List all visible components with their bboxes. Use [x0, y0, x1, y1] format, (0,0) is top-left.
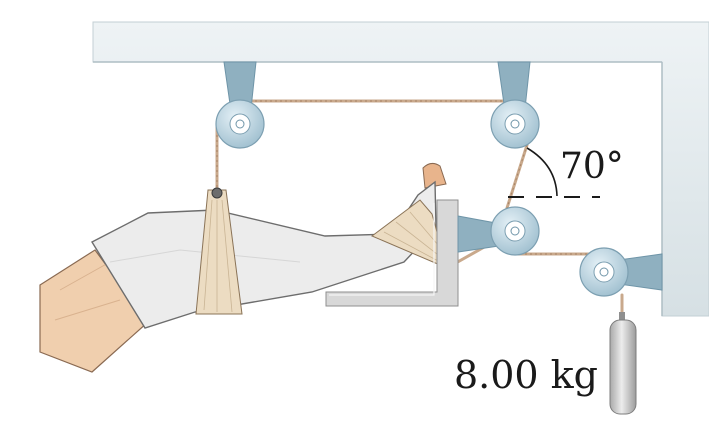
thigh-sling: [195, 187, 243, 315]
toes: [422, 162, 447, 189]
mass-label: 8.00 kg: [454, 353, 598, 397]
hanging-weight: [609, 312, 637, 415]
pulley-foot: [490, 206, 540, 256]
pulley-top-left: [215, 99, 265, 149]
foot-plate: [325, 199, 459, 307]
limb: [39, 249, 149, 373]
angle-indicator: [508, 147, 600, 198]
pulley-wall: [579, 247, 629, 297]
angle-label: 70°: [560, 146, 624, 187]
pulley-top-right: [490, 99, 540, 149]
